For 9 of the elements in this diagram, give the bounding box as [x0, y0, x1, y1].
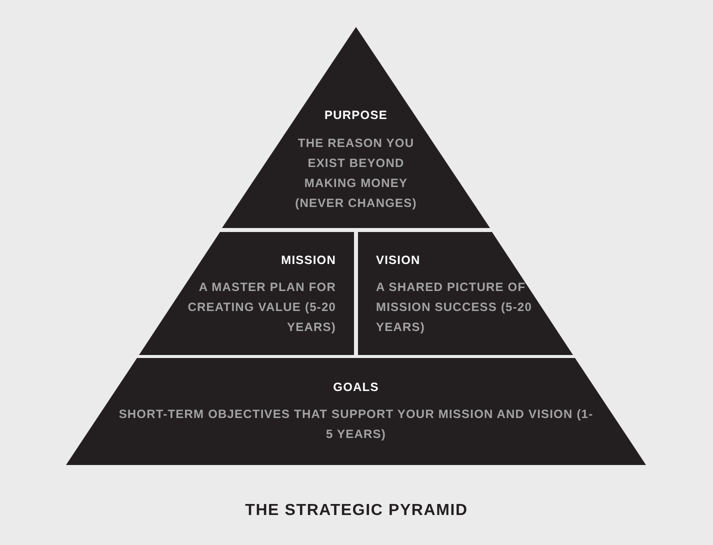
tier-description: SHORT-TERM OBJECTIVES THAT SUPPORT YOUR MISSION AND VISION (1-5 YEARS) [118, 406, 594, 443]
tier-heading: MISSION [280, 252, 336, 269]
tier-description: A MASTER PLAN FOR CREATING VALUE (5-20 YEARS) [186, 279, 336, 336]
tier-heading: GOALS [332, 379, 380, 396]
tier-heading: VISION [376, 252, 422, 269]
tier-heading: PURPOSE [324, 107, 388, 124]
tier-description: A SHARED PICTURE OF MISSION SUCCESS (5-20 YEARS) [376, 279, 533, 336]
tier-description: THE REASON YOU EXIST BEYOND MAKING MONEY (NEVER CHANGES) [294, 135, 418, 212]
diagram-caption: THE STRATEGIC PYRAMID [244, 502, 469, 520]
